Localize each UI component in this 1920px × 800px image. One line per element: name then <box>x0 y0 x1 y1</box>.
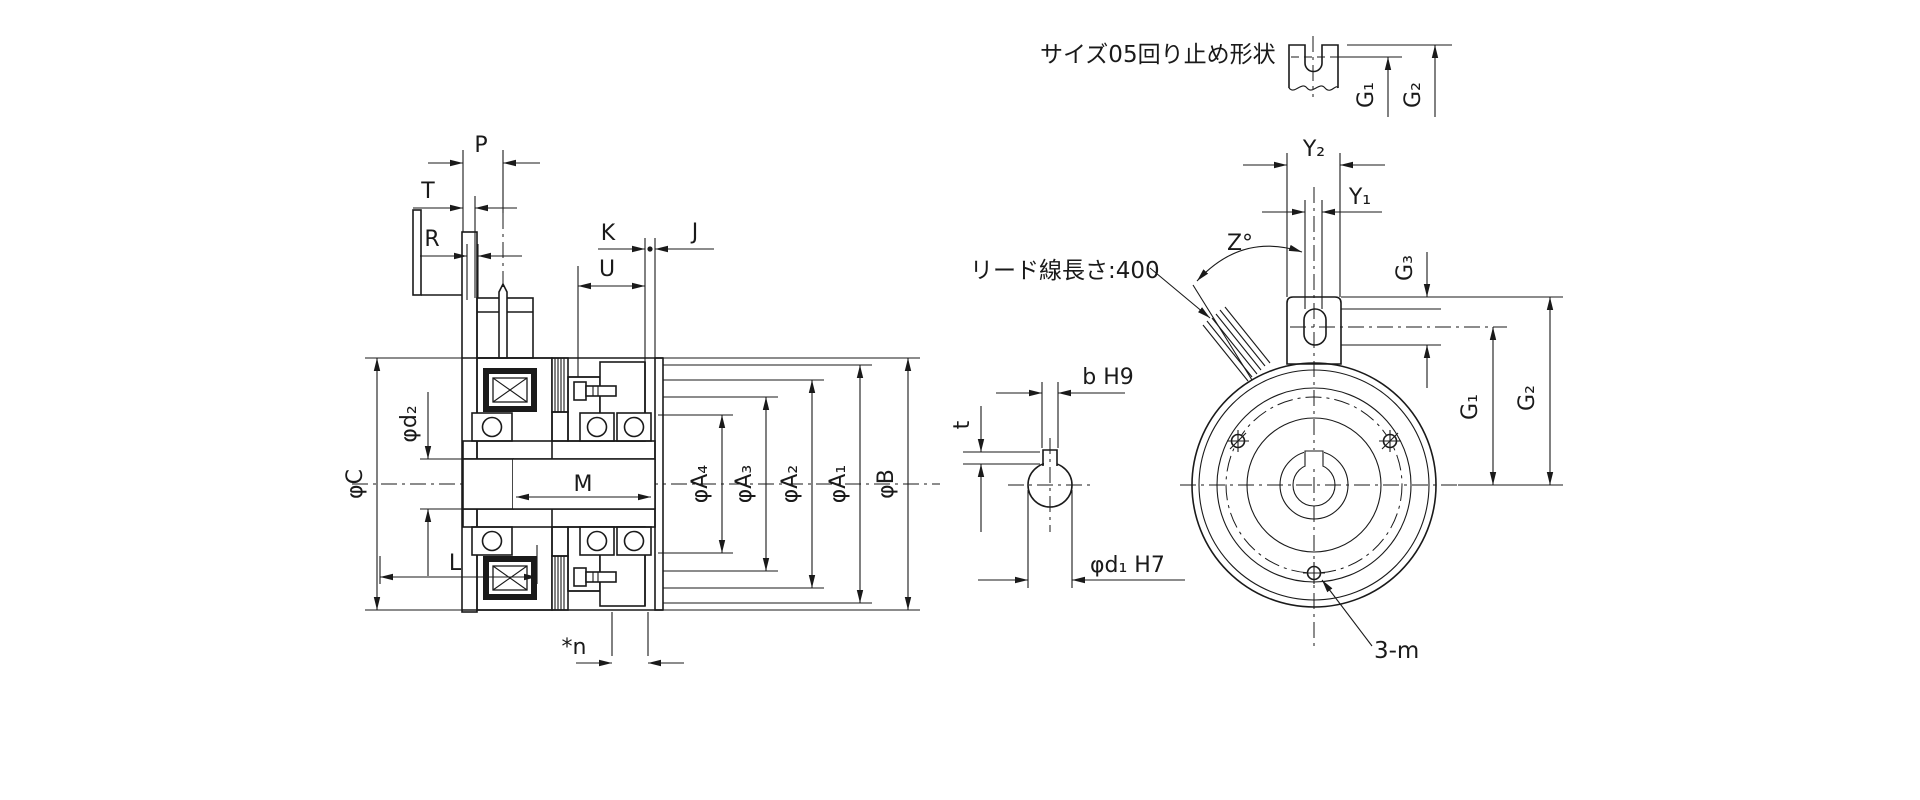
dim-label-t: T <box>420 179 435 204</box>
dim-label-phi-a1: φA₁ <box>826 465 851 503</box>
wire-angle-reference-line <box>1192 284 1253 381</box>
lead-wires <box>1192 284 1271 382</box>
dim-label-p: P <box>474 133 487 158</box>
dim-label-y2: Y₂ <box>1302 137 1325 162</box>
body-circles <box>1191 362 1437 608</box>
dim-label-m: M <box>574 472 593 497</box>
dim-label-phi-d1: φd₁ H7 <box>1090 553 1165 578</box>
detail-dim-label-g1: G₁ <box>1354 82 1379 108</box>
detail-part <box>1288 36 1339 97</box>
front-plate <box>412 209 462 296</box>
mount-holes-label: 3-m <box>1374 638 1419 664</box>
section-view: P T R K J U M φd₂ φ <box>343 133 940 667</box>
hole-bottom <box>1303 562 1325 584</box>
dim-label-b-h9: b H9 <box>1082 365 1134 390</box>
bore-keyway <box>1304 450 1324 466</box>
lead-wire-note: リード線長さ:400 <box>970 258 1160 284</box>
detail-caption: サイズ05回り止め形状 <box>1040 42 1276 68</box>
hub <box>462 440 656 528</box>
dim-label-r: R <box>424 227 439 252</box>
break-line <box>1288 85 1339 91</box>
anti-rotation-pin <box>498 282 508 359</box>
bearing <box>471 412 652 556</box>
mounting-holes <box>1227 430 1401 584</box>
hole-upper-right <box>1379 430 1401 452</box>
dim-label-g2: G₂ <box>1515 385 1540 411</box>
dim-label-phi-c: φC <box>343 469 368 499</box>
dim-label-z: Z° <box>1227 231 1253 256</box>
dim-label-k: K <box>601 221 616 246</box>
stator-tab <box>476 282 534 359</box>
dim-label-phi-a4: φA₄ <box>688 465 713 504</box>
dim-label-y1: Y₁ <box>1348 185 1371 210</box>
mount-holes-leader <box>1321 579 1373 647</box>
z-angle-arc <box>1196 244 1303 282</box>
shaft-bore <box>462 458 514 510</box>
dim-label-u: U <box>599 257 615 282</box>
dim-label-g3: G₃ <box>1393 255 1418 281</box>
dim-label-n: *n <box>562 635 587 660</box>
detail-dim-label-g2: G₂ <box>1401 82 1426 108</box>
dim-label-phi-b: φB <box>874 469 899 499</box>
dim-label-key-t: t <box>950 420 975 429</box>
section-dimensions: P T R K J U M φd₂ φ <box>343 133 920 667</box>
lead-wire-leader <box>1149 267 1211 319</box>
field-coil-top <box>483 368 537 412</box>
dim-label-j: J <box>690 220 699 245</box>
field-coil-bottom <box>483 556 537 600</box>
dim-label-phi-d2: φd₂ <box>397 405 422 442</box>
dim-label-l: L <box>449 551 462 576</box>
shaft-keyway-detail: t b H9 φd₁ H7 <box>950 365 1185 588</box>
dim-label-g1: G₁ <box>1458 394 1483 420</box>
dim-label-phi-a3: φA₃ <box>732 465 757 503</box>
dim-label-phi-a2: φA₂ <box>778 465 803 503</box>
rotation-stop-detail: サイズ05回り止め形状 G₁ G₂ <box>1040 36 1452 117</box>
hole-upper-left <box>1227 430 1249 452</box>
front-view: リード線長さ:400 3-m Y₂ Y₁ Z° G₃ G₁ <box>970 137 1563 664</box>
